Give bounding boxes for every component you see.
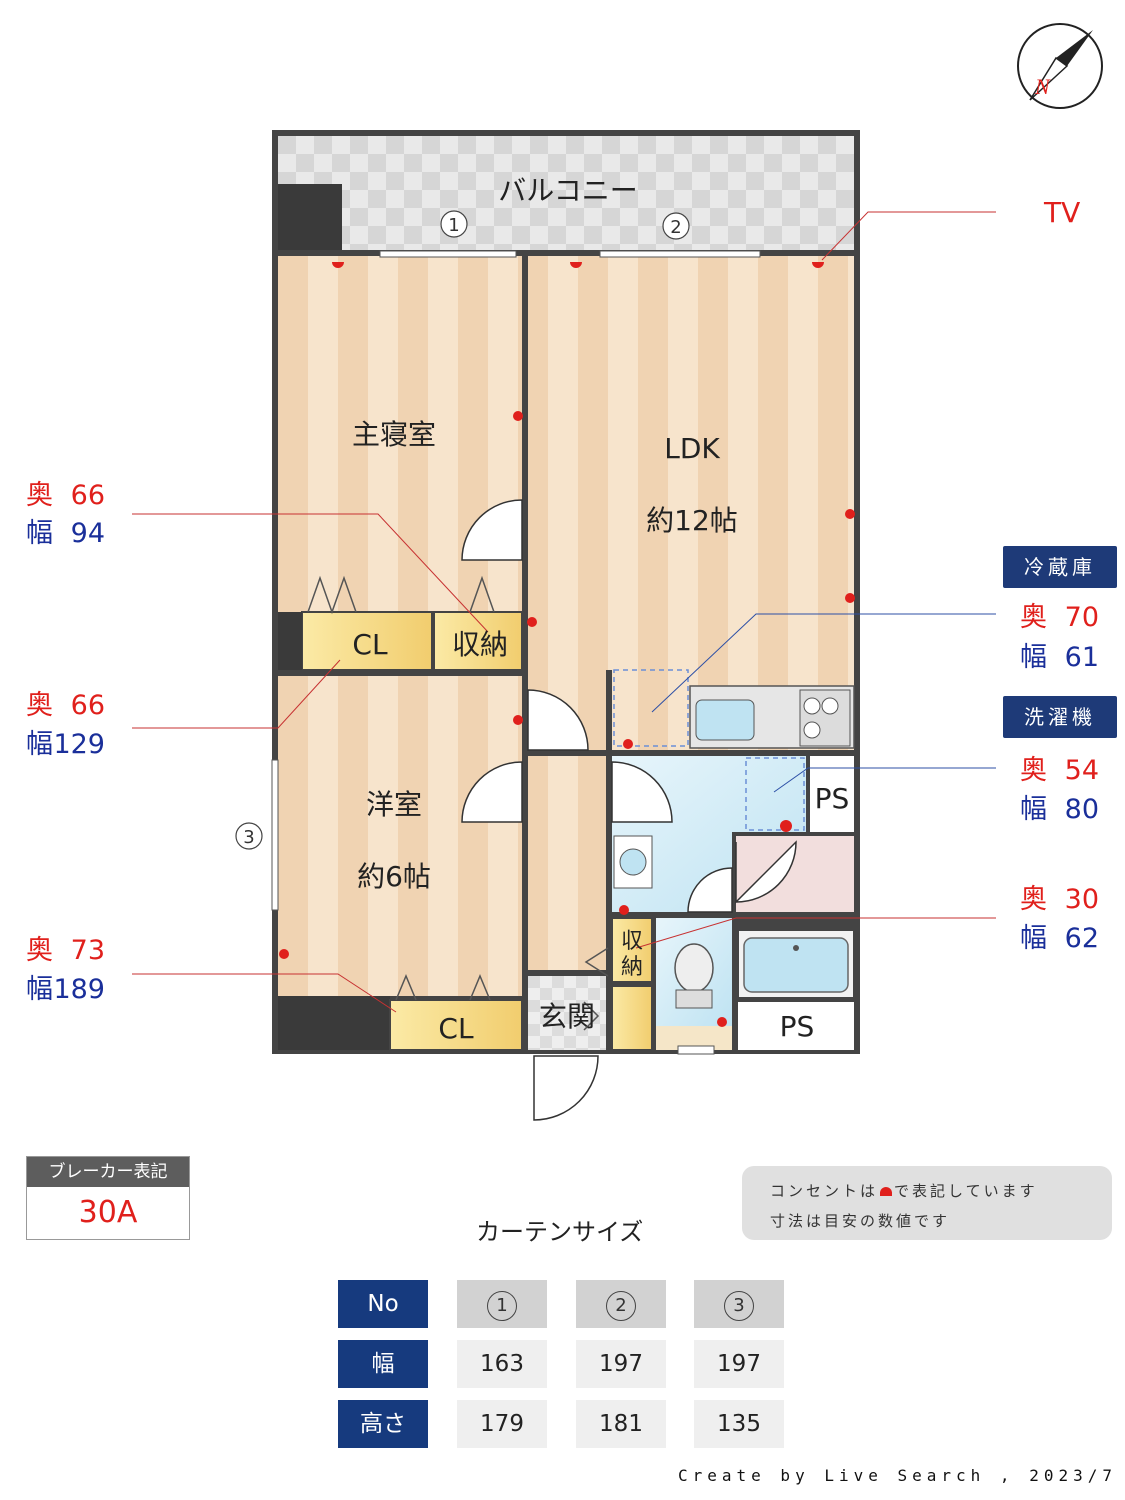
curtain-header-height: 高さ [338, 1400, 428, 1448]
balcony-label: バルコニー [498, 174, 637, 207]
western-room-size: 約6帖 [357, 860, 431, 893]
callout-2-width: 幅129 [26, 729, 105, 760]
washer-space [745, 757, 805, 831]
curtain-width-2: 197 [576, 1340, 666, 1388]
closet-label-lower: CL [438, 1012, 474, 1045]
breaker-value: 30A [78, 1195, 138, 1230]
curtain-width-3: 197 [694, 1340, 784, 1388]
curtain-width-1: 163 [457, 1340, 547, 1388]
western-room-floor [278, 676, 522, 996]
master-bedroom-label: 主寝室 [352, 418, 436, 451]
closet-lower [389, 999, 523, 1051]
outlet-markers [279, 262, 855, 1027]
curtain-header-no: No [338, 1280, 428, 1328]
ldk-size: 約12帖 [646, 504, 738, 537]
pipe-space-label-2: PS [780, 1010, 815, 1043]
breaker-header: ブレーカー表記 [27, 1157, 189, 1187]
fridge-space [613, 669, 689, 747]
credit-text: Create by Live Search , 2023/7 [678, 1466, 1117, 1485]
storage-toilet-label-1: 収 [621, 929, 643, 954]
breaker-box: ブレーカー表記 30A [26, 1156, 190, 1240]
note-line-2: 寸法は目安の数値です [770, 1212, 951, 1230]
callout-3-width: 幅189 [26, 974, 105, 1005]
legend-note: コンセントはで表記しています 寸法は目安の数値です [742, 1166, 1112, 1240]
compass-icon: N [1017, 23, 1103, 109]
entrance-label: 玄関 [539, 1000, 595, 1033]
curtain-no-2: 2 [576, 1280, 666, 1328]
outlet-icon [880, 1187, 893, 1196]
pipe-space-2 [738, 1002, 854, 1050]
western-room-label: 洋室 [366, 788, 422, 821]
balcony-floor [278, 136, 854, 252]
hallway-floor [528, 756, 608, 970]
curtain-no-1: 1 [457, 1280, 547, 1328]
closet-label-upper: CL [352, 628, 388, 661]
storage-label-upper: 収納 [452, 628, 508, 661]
pipe-space-1 [810, 756, 854, 832]
fridge-badge: 冷蔵庫 [1003, 546, 1117, 588]
curtain-height-1: 179 [457, 1400, 547, 1448]
storage-toilet [611, 917, 653, 983]
shoe-storage [611, 985, 653, 1051]
svg-text:N: N [1034, 74, 1051, 99]
window-marker-2: 2 [670, 217, 681, 238]
curtain-no-3: 3 [694, 1280, 784, 1328]
toilet-bowl [674, 943, 714, 993]
washer-badge: 洗濯機 [1003, 696, 1117, 738]
ldk-floor [528, 256, 854, 750]
ldk-label: LDK [664, 432, 720, 465]
curtain-header-width: 幅 [338, 1340, 428, 1388]
storage-toilet-label-2: 納 [621, 955, 643, 980]
tv-label: TV [1043, 196, 1080, 229]
curtain-height-2: 181 [576, 1400, 666, 1448]
window-marker-3: 3 [243, 827, 254, 848]
note-line-1: コンセントはで表記しています [770, 1182, 1038, 1200]
curtain-title: カーテンサイズ [476, 1218, 644, 1246]
window-marker-1: 1 [448, 215, 459, 236]
curtain-height-3: 135 [694, 1400, 784, 1448]
pipe-space-label-1: PS [815, 782, 850, 815]
